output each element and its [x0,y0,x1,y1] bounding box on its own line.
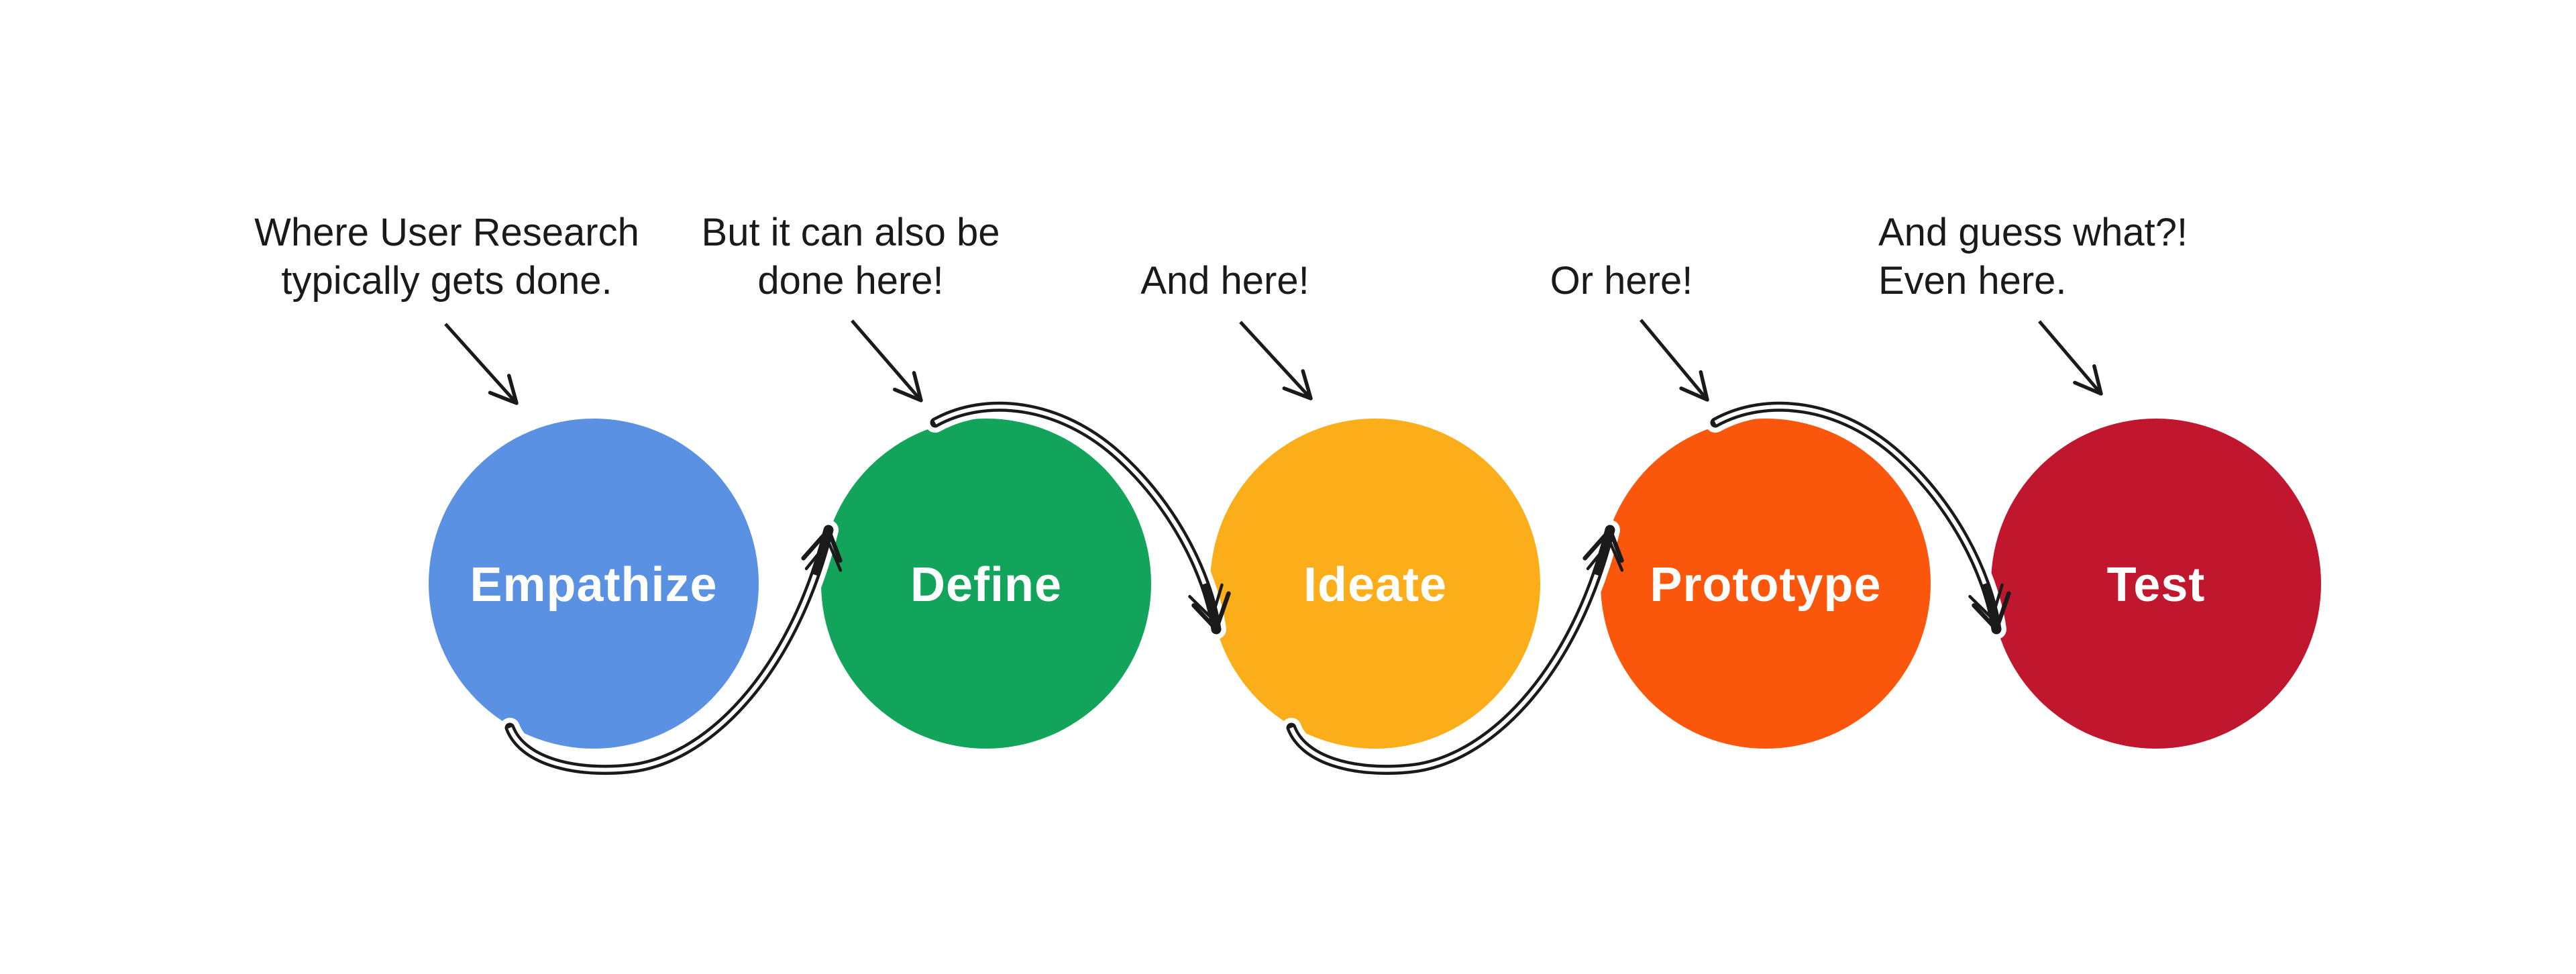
annotation-text: And guess what?!Even here. [1878,211,2188,303]
stage-circle-ideate [1210,419,1540,749]
flow-arrow-define-to-ideate [925,396,1231,639]
flow-arrow-core [934,404,1218,630]
annotation-arrow [851,319,923,402]
flow-arrow-core [1714,404,1998,630]
stage-circle-empathize [429,419,759,749]
stage-label: Test [2107,558,2206,612]
stage-test: Test [1991,419,2321,749]
stage-label: Prototype [1650,558,1881,612]
flow-arrow-core [508,529,830,772]
annotation-text: Or here! [1550,259,1693,303]
annotation-4: Or here! [1550,259,1709,402]
flow-arrow-empathize-to-define [500,520,843,780]
stage-label: Empathize [470,558,717,612]
flow-arrows-layer [500,396,2011,780]
annotation-3: And here! [1140,259,1313,400]
stage-empathize: Empathize [429,419,759,749]
stage-circle-prototype [1601,419,1931,749]
flow-arrow-core [1289,529,1612,772]
stage-label: Define [910,558,1062,612]
annotation-arrow [1239,321,1313,400]
stage-ideate: Ideate [1210,419,1540,749]
stage-circle-test [1991,419,2321,749]
annotation-text: And here! [1140,259,1309,303]
flow-arrow-ideate-to-prototype [1281,520,1624,780]
annotation-arrow [2038,320,2103,396]
stage-prototype: Prototype [1601,419,1931,749]
annotation-arrow [444,323,519,405]
annotation-5: And guess what?!Even here. [1878,211,2188,396]
stage-circle-define [821,419,1151,749]
stage-label: Ideate [1303,558,1447,612]
stages-layer: Empathize Define Ideate Prototype Test [429,419,2321,749]
stage-define: Define [821,419,1151,749]
flow-arrow-prototype-to-test [1705,396,2011,639]
annotation-arrow [1640,319,1709,402]
